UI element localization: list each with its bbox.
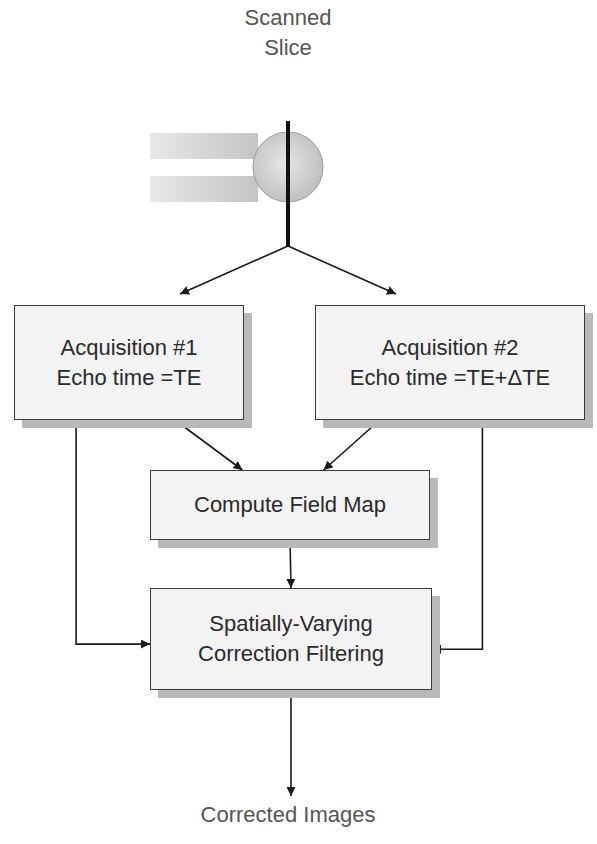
box-title: Compute Field Map [194, 490, 386, 520]
process-box: Acquisition #1Echo time =TE [14, 305, 244, 420]
output-label: Corrected Images [168, 800, 408, 830]
flow-arrow [76, 420, 150, 644]
box-title: Acquisition #1 [61, 333, 198, 363]
process-box: Acquisition #2Echo time =TE+ΔTE [315, 305, 585, 420]
box-detail: Echo time =TE+ΔTE [350, 363, 551, 393]
beam-band [150, 133, 258, 159]
box-title: Spatially-Varying Correction Filtering [163, 609, 419, 669]
flow-arrow [290, 540, 291, 588]
beam-band [150, 176, 258, 202]
output-arrow [290, 690, 292, 796]
box-detail: Echo time =TE [57, 363, 202, 393]
flow-arrow [324, 420, 380, 470]
box-title: Acquisition #2 [382, 333, 519, 363]
split-arrow [180, 246, 288, 294]
split-arrow [288, 246, 396, 294]
flow-arrow [432, 420, 482, 649]
process-box: Spatially-Varying Correction Filtering [150, 588, 432, 690]
slice-line [286, 121, 290, 246]
process-box: Compute Field Map [150, 470, 430, 540]
slice-label: Scanned Slice [233, 3, 343, 63]
flow-arrow [175, 420, 242, 470]
